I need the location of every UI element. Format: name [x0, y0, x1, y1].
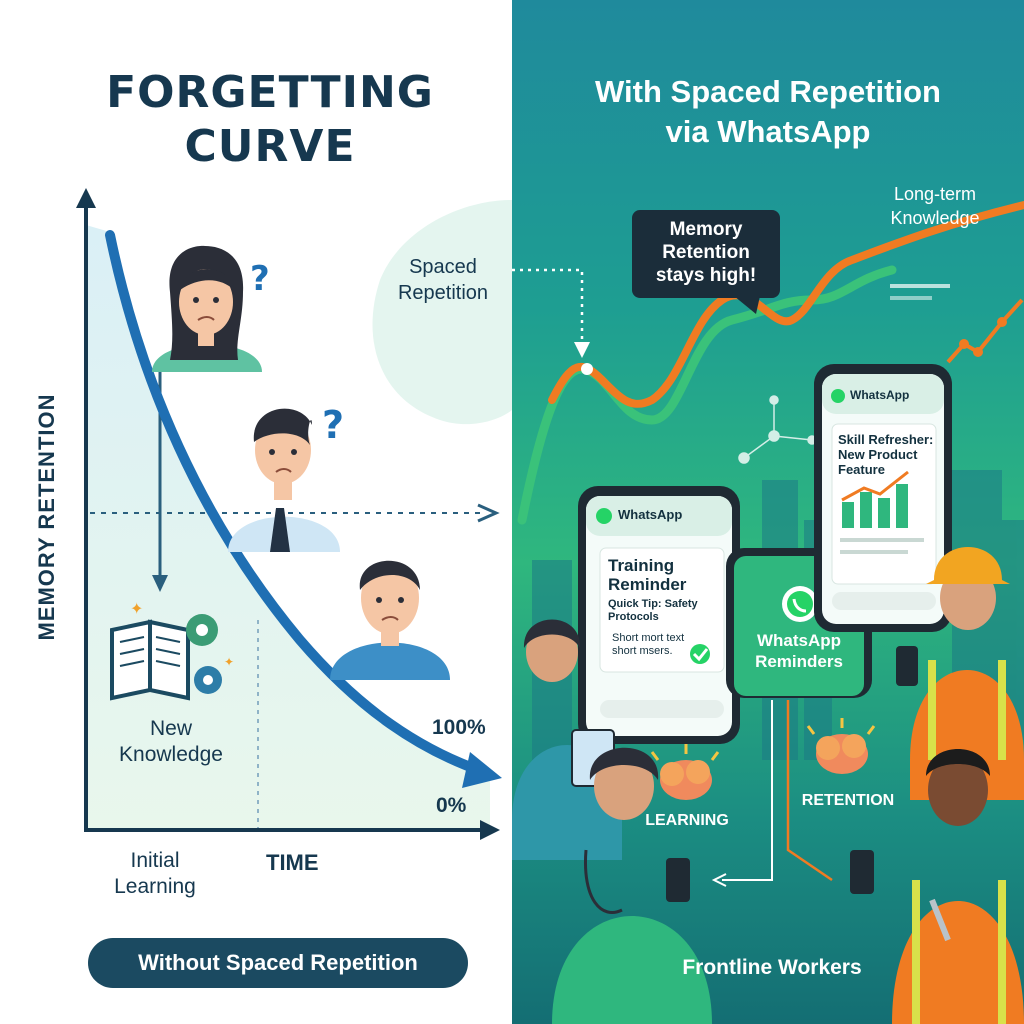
book-gears-icon: ✦ ✦	[110, 599, 234, 701]
new-knowledge-label: New Knowledge	[96, 716, 246, 768]
right-phone-app-name: WhatsApp	[850, 388, 910, 402]
question-mark-icon: ?	[322, 403, 344, 447]
forgetting-curve	[105, 230, 489, 777]
message-body-line-2: short msers.	[612, 645, 673, 657]
initial-learning-line-2: Learning	[114, 875, 196, 898]
whatsapp-reminders-label: WhatsApp Reminders	[734, 630, 864, 672]
whatsapp-reminders-line-2: Reminders	[755, 652, 843, 671]
retention-label: RETENTION	[801, 792, 895, 809]
right-graphics	[512, 201, 1024, 1024]
bubble-line-3: stays high!	[655, 265, 757, 286]
left-panel-without-repetition: ? ?	[34, 66, 512, 988]
without-spaced-repetition-pill: Without Spaced Repetition	[88, 938, 468, 988]
training-reminder-heading: Training Reminder	[608, 556, 686, 594]
quick-tip-line-1: Quick Tip: Safety	[608, 598, 698, 610]
down-arrow-head	[152, 575, 168, 592]
right-title-line-1: With Spaced Repetition	[595, 74, 941, 109]
technician-illustration	[850, 749, 1024, 1024]
quick-tip-text: Quick Tip: Safety Protocols	[608, 598, 698, 624]
new-knowledge-line-2: Knowledge	[119, 743, 223, 766]
orange-connector	[786, 700, 833, 882]
initial-learning-label: Initial Learning	[90, 848, 220, 900]
training-reminder-line-2: Reminder	[608, 575, 687, 594]
left-phone	[578, 486, 740, 744]
label-100-percent: 100%	[432, 716, 486, 739]
svg-text:✦: ✦	[224, 655, 234, 669]
spaced-repetition-pointer-arrow	[574, 342, 590, 358]
quick-tip-line-2: Protocols	[608, 611, 659, 623]
memory-retention-bubble: Memory Retention stays high!	[632, 210, 780, 298]
title-line-1: FORGETTING	[106, 67, 434, 118]
connector-arrow	[711, 873, 727, 887]
small-growth-chart	[890, 284, 1024, 364]
left-phone-app-name: WhatsApp	[618, 507, 683, 522]
whatsapp-reminders-line-1: WhatsApp	[756, 631, 842, 650]
title-line-2: CURVE	[184, 121, 356, 172]
y-axis-label: MEMORY RETENTION	[34, 393, 59, 641]
left-graphics: ? ?	[76, 188, 512, 840]
training-reminder-line-1: Training	[608, 556, 675, 575]
learning-label: LEARNING	[645, 812, 729, 829]
bubble-line-1: Memory	[669, 219, 743, 240]
skill-refresher-heading: Skill Refresher: New Product Feature	[838, 432, 933, 477]
initial-learning-line-1: Initial	[130, 849, 180, 872]
horizontal-guide-arrow	[477, 503, 500, 523]
x-axis-label: TIME	[266, 850, 319, 875]
forgetting-curve-arrow	[462, 752, 502, 788]
label-0-percent: 0%	[436, 794, 467, 817]
frontline-workers-label: Frontline Workers	[682, 956, 862, 979]
spaced-repetition-line-1: Spaced	[409, 256, 477, 278]
confused-woman-illustration	[152, 245, 262, 372]
right-title: With Spaced Repetition via WhatsApp	[542, 72, 994, 152]
new-knowledge-line-1: New	[149, 717, 192, 740]
question-mark-icon: ?	[250, 259, 270, 299]
skill-refresher-line-3: Feature	[838, 462, 885, 477]
spaced-repetition-label: Spaced Repetition	[378, 254, 508, 306]
network-nodes	[738, 395, 817, 464]
worried-person-illustration	[330, 560, 450, 680]
long-term-knowledge-label: Long-term Knowledge	[860, 182, 1010, 230]
long-term-line-1: Long-term	[893, 184, 977, 204]
x-axis-arrow	[480, 820, 500, 840]
long-term-line-2: Knowledge	[890, 208, 980, 228]
confused-man-illustration	[228, 408, 340, 552]
nurse-with-phone-illustration	[552, 747, 712, 1024]
retention-brain-icon	[806, 718, 876, 774]
skill-refresher-line-1: Skill Refresher:	[838, 432, 934, 447]
connector-line	[722, 700, 773, 881]
learning-brain-icon	[650, 744, 720, 800]
bubble-line-2: Retention	[662, 242, 750, 263]
skill-refresher-line-2: New Product	[838, 447, 918, 462]
curve-point	[581, 363, 593, 375]
svg-text:✦: ✦	[130, 599, 143, 618]
message-body-line-1: Short mort text	[612, 632, 685, 644]
right-title-line-2: via WhatsApp	[665, 114, 871, 149]
right-phone	[814, 364, 952, 632]
spaced-repetition-line-2: Repetition	[397, 282, 489, 304]
y-axis-arrow	[76, 188, 96, 208]
background-blob	[372, 200, 512, 425]
forgetting-curve-title: FORGETTING CURVE	[60, 66, 480, 174]
spaced-repetition-pointer	[512, 268, 584, 345]
message-body-text: Short mort text short msers.	[612, 632, 684, 658]
right-panel-with-repetition: With Spaced Repetition via WhatsApp Long…	[512, 0, 1024, 1024]
